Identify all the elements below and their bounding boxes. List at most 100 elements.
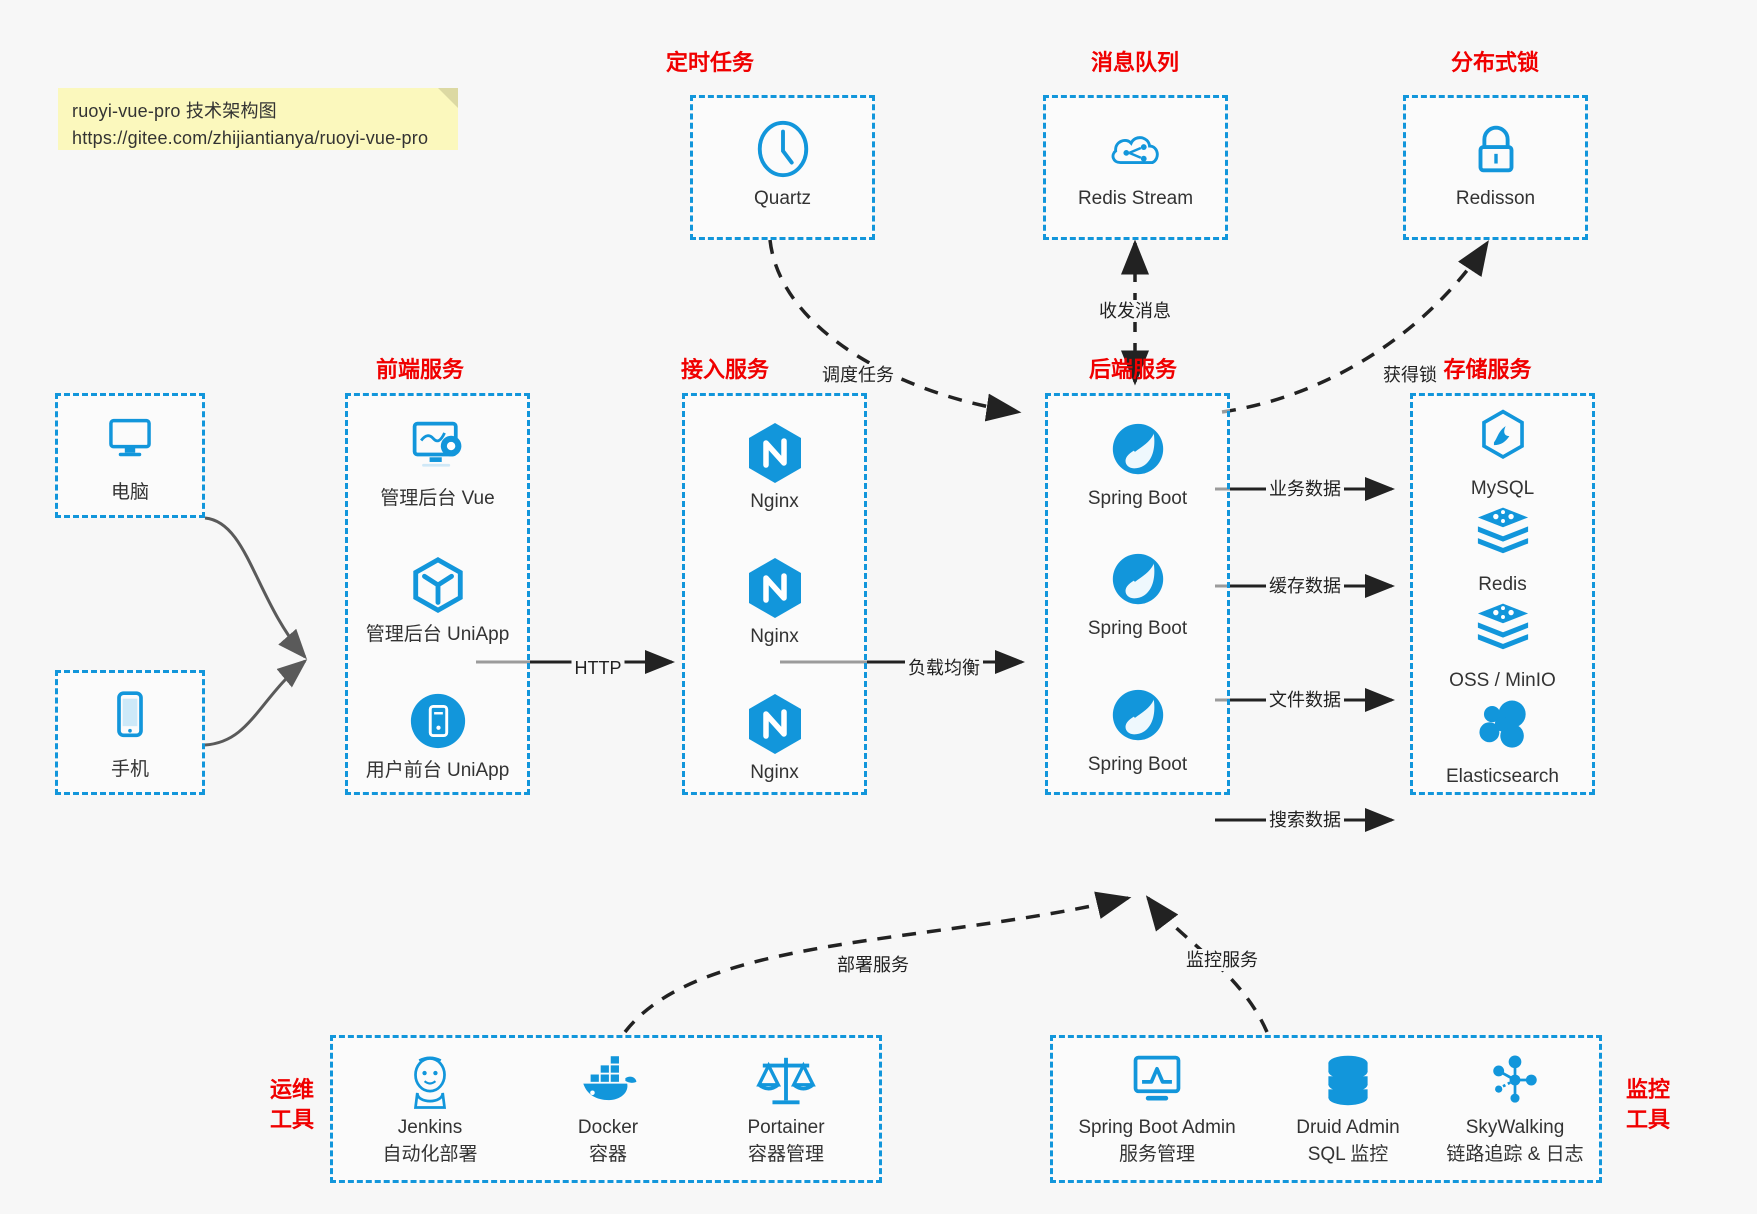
oss-icon bbox=[1413, 600, 1592, 662]
jenkins-icon bbox=[345, 1052, 515, 1114]
node-quartz[interactable]: Quartz bbox=[693, 118, 872, 212]
node-label: Nginx bbox=[750, 626, 799, 647]
skywalking-icon bbox=[1425, 1052, 1605, 1114]
node-label: Elasticsearch bbox=[1446, 766, 1559, 787]
edge-label-http: HTTP bbox=[571, 657, 625, 679]
node-sublabel: 服务管理 bbox=[1118, 1144, 1195, 1165]
docker-icon bbox=[523, 1052, 693, 1114]
node-label: 管理后台 Vue bbox=[380, 488, 495, 509]
nginx-icon bbox=[685, 421, 864, 483]
note-fold-corner bbox=[438, 88, 458, 108]
node-spring-boot-admin[interactable]: Spring Boot Admin 服务管理 bbox=[1057, 1052, 1257, 1168]
note-url: https://gitee.com/zhijiantianya/ruoyi-vu… bbox=[72, 128, 429, 148]
node-label: Docker bbox=[577, 1117, 639, 1138]
node-label: Spring Boot Admin bbox=[1078, 1117, 1236, 1138]
edge-label-acquire-lock: 获得锁 bbox=[1380, 364, 1440, 386]
mysql-icon bbox=[1413, 408, 1592, 470]
node-label: Portainer bbox=[747, 1117, 825, 1138]
edge-mobile-to-frontend bbox=[204, 659, 308, 747]
edge-label-monitor-service: 监控服务 bbox=[1183, 949, 1261, 971]
node-redisson[interactable]: Redisson bbox=[1406, 118, 1585, 212]
node-label: 管理后台 UniApp bbox=[365, 624, 510, 645]
node-docker[interactable]: Docker 容器 bbox=[523, 1052, 693, 1168]
node-nginx-3[interactable]: Nginx bbox=[685, 692, 864, 786]
lock-icon bbox=[1406, 118, 1585, 180]
node-label: Redisson bbox=[1455, 188, 1536, 209]
group-monitoring: Spring Boot Admin 服务管理 Druid Admin SQL 监… bbox=[1050, 1035, 1602, 1183]
group-title-storage: 存储服务 bbox=[1443, 357, 1532, 382]
edge-label-load-balance: 负载均衡 bbox=[905, 657, 983, 679]
node-sublabel: SQL 监控 bbox=[1307, 1144, 1389, 1165]
group-title-distributed-lock: 分布式锁 bbox=[1450, 50, 1539, 75]
node-label: 用户前台 UniApp bbox=[365, 760, 510, 781]
group-frontend: 管理后台 Vue 管理后台 UniApp 用户前台 UniApp bbox=[345, 393, 530, 795]
node-label: Spring Boot bbox=[1087, 488, 1188, 509]
group-client-mobile: 手机 bbox=[55, 670, 205, 795]
group-distributed-lock: Redisson bbox=[1403, 95, 1588, 240]
node-label: Redis Stream bbox=[1077, 188, 1194, 209]
node-pc[interactable]: 电脑 bbox=[58, 412, 202, 506]
monitor-icon bbox=[58, 412, 202, 474]
edge-label-schedule-task: 调度任务 bbox=[819, 364, 897, 386]
spring-icon bbox=[1048, 418, 1227, 480]
node-redis[interactable]: Redis bbox=[1413, 504, 1592, 598]
edge-acquire-lock bbox=[1221, 240, 1489, 414]
node-druid-admin[interactable]: Druid Admin SQL 监控 bbox=[1263, 1052, 1433, 1168]
node-sublabel: 链路追踪 & 日志 bbox=[1446, 1144, 1584, 1165]
monitor-chart-icon bbox=[1057, 1052, 1257, 1114]
monitoring-title-line2: 工具 bbox=[1625, 1107, 1670, 1132]
node-jenkins[interactable]: Jenkins 自动化部署 bbox=[345, 1052, 515, 1168]
note-callout: ruoyi-vue-pro 技术架构图 https://gitee.com/zh… bbox=[58, 88, 458, 150]
node-admin-vue[interactable]: 管理后台 Vue bbox=[348, 418, 527, 512]
edge-label-send-receive-message: 收发消息 bbox=[1096, 300, 1174, 322]
group-title-gateway: 接入服务 bbox=[680, 357, 769, 382]
node-spring-boot-1[interactable]: Spring Boot bbox=[1048, 418, 1227, 512]
edge-label-deploy-service: 部署服务 bbox=[834, 954, 912, 976]
node-label: Nginx bbox=[750, 491, 799, 512]
group-message-queue: Redis Stream bbox=[1043, 95, 1228, 240]
node-oss-minio[interactable]: OSS / MinIO bbox=[1413, 600, 1592, 694]
cloud-stream-icon bbox=[1046, 118, 1225, 180]
node-label: Spring Boot bbox=[1087, 618, 1188, 639]
node-portainer[interactable]: Portainer 容器管理 bbox=[701, 1052, 871, 1168]
node-sublabel: 自动化部署 bbox=[382, 1144, 478, 1165]
node-label: SkyWalking bbox=[1465, 1117, 1565, 1138]
node-spring-boot-2[interactable]: Spring Boot bbox=[1048, 548, 1227, 642]
node-mobile[interactable]: 手机 bbox=[58, 689, 202, 783]
edge-label-search-data: 搜索数据 bbox=[1266, 809, 1344, 831]
node-label: Redis bbox=[1478, 574, 1527, 595]
node-admin-uniapp[interactable]: 管理后台 UniApp bbox=[348, 554, 527, 648]
group-gateway: Nginx Nginx Nginx bbox=[682, 393, 867, 795]
node-label: Jenkins bbox=[397, 1117, 463, 1138]
elasticsearch-icon bbox=[1413, 696, 1592, 758]
edge-pc-to-frontend bbox=[204, 516, 307, 660]
node-nginx-1[interactable]: Nginx bbox=[685, 421, 864, 515]
node-skywalking[interactable]: SkyWalking 链路追踪 & 日志 bbox=[1425, 1052, 1605, 1168]
node-label: Spring Boot bbox=[1087, 754, 1188, 775]
edge-label-business-data: 业务数据 bbox=[1266, 478, 1344, 500]
phone-icon bbox=[58, 689, 202, 751]
group-title-frontend: 前端服务 bbox=[375, 357, 464, 382]
clock-icon bbox=[693, 118, 872, 180]
mobile-circle-icon bbox=[348, 690, 527, 752]
group-title-message-queue: 消息队列 bbox=[1090, 50, 1179, 75]
node-nginx-2[interactable]: Nginx bbox=[685, 556, 864, 650]
cube-icon bbox=[348, 554, 527, 616]
node-user-uniapp[interactable]: 用户前台 UniApp bbox=[348, 690, 527, 784]
node-sublabel: 容器管理 bbox=[747, 1144, 824, 1165]
node-spring-boot-3[interactable]: Spring Boot bbox=[1048, 684, 1227, 778]
node-label: OSS / MinIO bbox=[1449, 670, 1556, 691]
node-mysql[interactable]: MySQL bbox=[1413, 408, 1592, 502]
redis-icon bbox=[1413, 504, 1592, 566]
devops-title-line1: 运维 bbox=[269, 1077, 314, 1102]
edge-label-file-data: 文件数据 bbox=[1266, 689, 1344, 711]
group-title-scheduled-task: 定时任务 bbox=[665, 50, 754, 75]
node-elasticsearch[interactable]: Elasticsearch bbox=[1413, 696, 1592, 790]
nginx-icon bbox=[685, 556, 864, 618]
node-redis-stream[interactable]: Redis Stream bbox=[1046, 118, 1225, 212]
node-label: Druid Admin bbox=[1296, 1117, 1400, 1138]
group-backend: Spring Boot Spring Boot Spring Boot bbox=[1045, 393, 1230, 795]
node-label: 手机 bbox=[110, 759, 149, 780]
node-sublabel: 容器 bbox=[588, 1144, 627, 1165]
